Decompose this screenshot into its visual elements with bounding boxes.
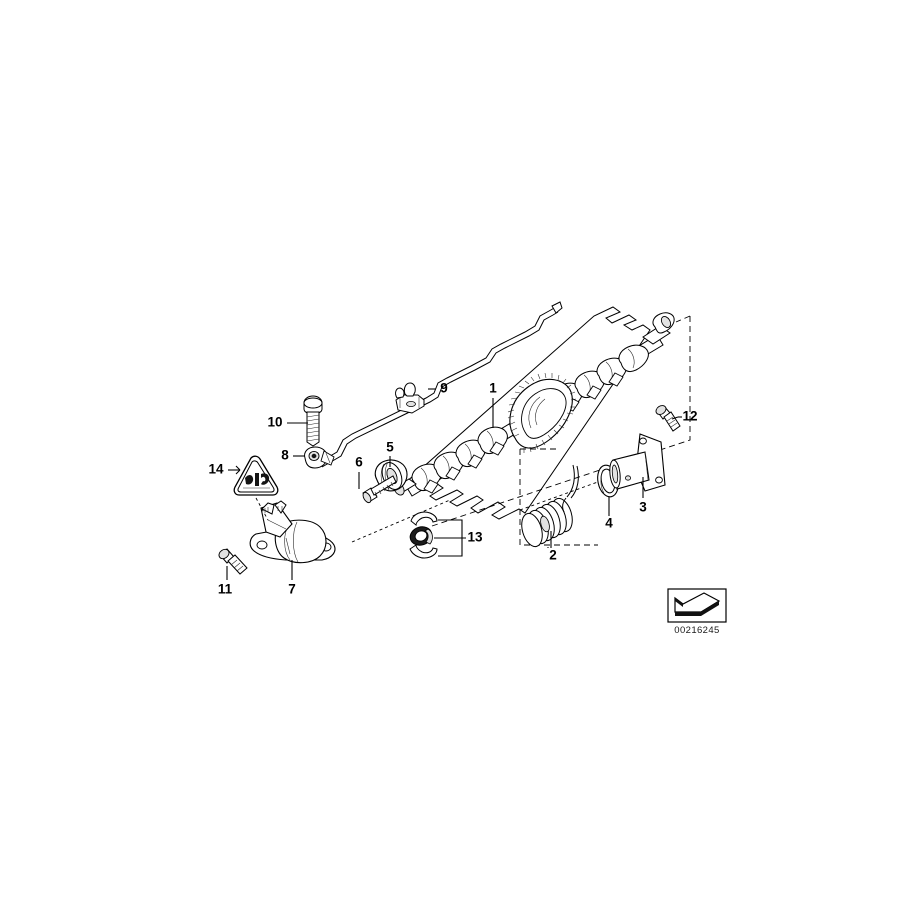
- callout-7: 7: [288, 582, 296, 597]
- callout-8: 8: [281, 448, 289, 463]
- callout-numbers: 1 2 3 4 5 6 7 8 9 10 11 12 13 14: [208, 381, 697, 597]
- camshaft-helical-gear: [507, 372, 577, 453]
- callout-5: 5: [386, 440, 394, 455]
- spring-coils: [521, 497, 573, 548]
- diagram-footer-stamp: 00216245: [667, 588, 727, 636]
- callout-13: 13: [467, 530, 483, 545]
- part-bearing-shells: [409, 511, 466, 559]
- dashed-assembly-boundary-spring: [519, 448, 598, 546]
- callout-3: 3: [639, 500, 647, 515]
- part-hex-head-bolt-10: [303, 395, 323, 447]
- part-torsion-spring: [521, 464, 579, 548]
- part-pipe-retaining-bracket: [395, 382, 436, 414]
- callout-1: 1: [489, 381, 497, 396]
- dashed-assembly-boundary-camshaft: [431, 315, 691, 527]
- part-banjo-fitting: [304, 446, 335, 469]
- part-warning-label: [228, 455, 279, 521]
- part-flange-mounting-bolt-12: [655, 405, 682, 432]
- callout-14: 14: [208, 462, 224, 477]
- bearing-shell-center: [409, 526, 433, 546]
- callout-4: 4: [605, 516, 613, 531]
- camshaft-right-end: [642, 312, 675, 345]
- callout-11: 11: [218, 582, 233, 597]
- part-oil-supply-pipe: [287, 301, 563, 469]
- part-bearing-flange-housing: [609, 433, 666, 498]
- wedge-arrow-icon: [674, 592, 721, 616]
- part-hex-head-bolt-11: [218, 548, 248, 580]
- leader-14-dashed: [255, 497, 269, 521]
- callout-2: 2: [549, 548, 557, 563]
- callout-6: 6: [355, 455, 363, 470]
- callout-9: 9: [440, 381, 448, 396]
- part-hex-socket-bolt-6: [358, 472, 397, 504]
- part-eccentric-camshaft: [393, 306, 675, 520]
- part-sensor-actuator-housing: [249, 500, 336, 580]
- diagram-part-number: 00216245: [674, 625, 719, 636]
- callout-12: 12: [682, 409, 697, 424]
- callout-10: 10: [267, 415, 282, 430]
- warning-pictogram: [243, 473, 270, 489]
